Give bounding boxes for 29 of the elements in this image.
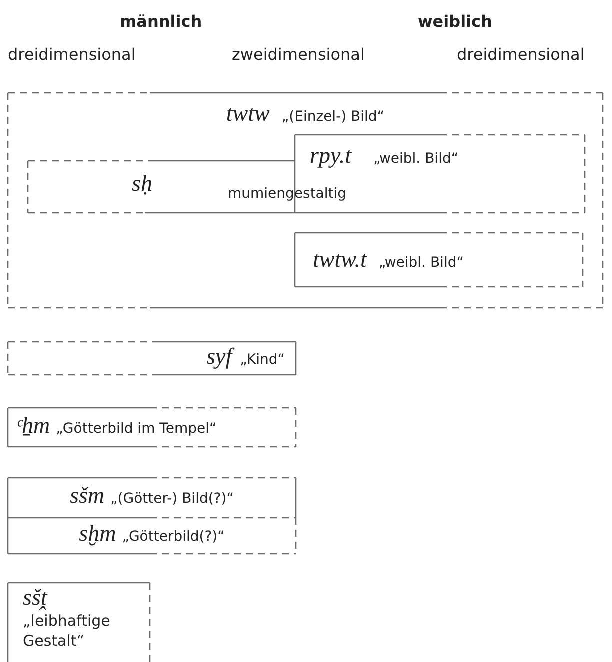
term-box — [8, 518, 296, 554]
transliteration: sḫm — [79, 521, 116, 547]
gloss-text: „Götterbild im Tempel“ — [56, 421, 217, 437]
transliteration: twtw.t — [313, 247, 367, 273]
transliteration: syf — [206, 344, 232, 370]
term-box — [295, 233, 583, 287]
column-subheading: dreidimensional — [457, 45, 585, 64]
transliteration: sšm — [70, 483, 105, 509]
term-box — [8, 93, 603, 308]
gloss-text: „weibl. Bild“ — [378, 255, 464, 271]
term-box — [8, 342, 296, 375]
transliteration: ᶜẖm — [16, 413, 50, 439]
gloss-text: „weibl. Bild“ — [374, 151, 459, 167]
transliteration: twtw — [226, 101, 270, 127]
transliteration: sḥ — [132, 171, 152, 197]
column-subheading: zweidimensional — [232, 45, 365, 64]
gloss-text: „leibhaftige Gestalt“ — [23, 611, 112, 651]
transliteration: rpy.t — [310, 143, 352, 169]
gloss-text: „Kind“ — [240, 352, 285, 368]
gloss-text: „(Götter-) Bild(?)“ — [110, 491, 234, 507]
term-box — [8, 583, 150, 662]
column-heading: weiblich — [418, 12, 492, 31]
transliteration: sšṱ — [23, 585, 48, 611]
term-box — [8, 408, 296, 447]
term-box — [8, 478, 296, 518]
gloss-text: „Götterbild(?)“ — [122, 529, 225, 545]
column-heading: männlich — [120, 12, 202, 31]
column-subheading: dreidimensional — [8, 45, 136, 64]
gloss-text: „(Einzel-) Bild“ — [282, 109, 385, 125]
